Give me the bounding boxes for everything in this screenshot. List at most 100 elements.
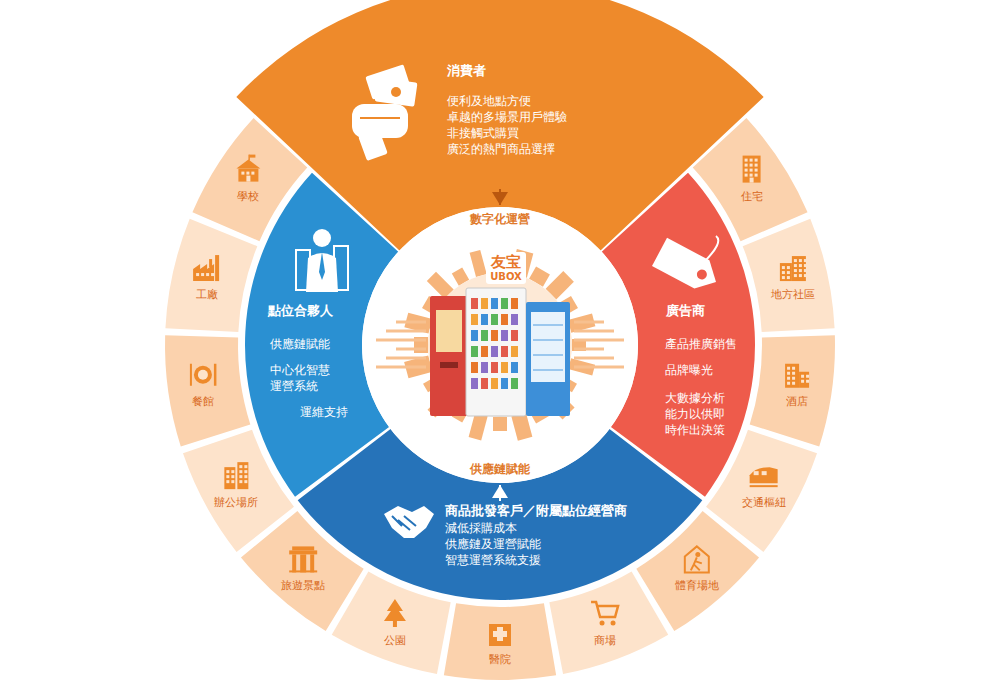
center-circle: 數字化運營供應鏈賦能 <box>362 207 638 483</box>
node-text: 智慧運營系統支援 <box>445 552 541 568</box>
illustration-part <box>244 465 247 468</box>
illustration-part <box>436 310 462 352</box>
illustration-part <box>360 87 401 118</box>
arrow-head <box>492 485 508 498</box>
illustration-part <box>440 362 458 368</box>
illustration-part <box>376 339 426 342</box>
illustration-part <box>491 378 498 389</box>
illustration-part <box>428 392 453 417</box>
illustration-part <box>782 266 785 269</box>
illustration-part <box>404 355 433 378</box>
illustration-part <box>190 364 217 386</box>
node-text: 交通樞紐 <box>742 495 786 510</box>
illustration-part <box>511 298 518 309</box>
node-text: 數字化運營 <box>470 211 530 228</box>
illustration-part <box>568 314 596 333</box>
illustration-part <box>529 403 550 423</box>
illustration-part <box>799 269 802 272</box>
illustration-part <box>792 256 806 281</box>
illustration-part <box>511 314 518 325</box>
illustration-part <box>226 470 229 473</box>
illustration-part <box>792 367 795 370</box>
illustration-part <box>384 506 434 538</box>
node-text: 酒店 <box>786 394 808 409</box>
node-text: 運維支持 <box>300 404 348 420</box>
node-text: 大數據分析 能力以供即 時作出決策 <box>665 390 726 438</box>
illustration-part <box>531 312 565 382</box>
heading: 商品批發客戶／附屬點位經營商 <box>445 502 627 520</box>
node-text: 住宅 <box>741 189 763 204</box>
illustration-part <box>334 246 348 290</box>
illustration-part <box>804 264 807 267</box>
illustration-part <box>404 313 432 334</box>
illustration-part <box>384 599 406 621</box>
illustration-part <box>471 298 478 309</box>
illustration-part <box>691 557 702 570</box>
illustration-part <box>792 377 795 380</box>
illustration-part <box>685 546 709 572</box>
illustration-part <box>574 321 604 324</box>
node-text: 工廠 <box>196 287 218 302</box>
illustration-part <box>481 314 488 325</box>
illustration-part <box>452 268 469 286</box>
illustration-part <box>782 271 785 274</box>
illustration-part <box>231 480 234 483</box>
node-text: 供應鏈及運營賦能 <box>445 536 541 552</box>
node-text: 地方社區 <box>771 287 815 302</box>
illustration-part <box>511 362 518 373</box>
illustration-part <box>511 346 518 357</box>
illustration-part <box>193 264 214 281</box>
illustration-part <box>799 372 809 388</box>
illustration-part <box>360 117 400 119</box>
node-text: 醫院 <box>489 652 511 667</box>
illustration-part <box>376 366 426 369</box>
illustration-part <box>491 314 498 325</box>
illustration-part <box>511 413 532 441</box>
illustration-part <box>296 246 348 290</box>
illustration-part <box>428 273 572 417</box>
illustration-part <box>801 380 804 383</box>
illustration-part <box>239 465 242 468</box>
illustration-part <box>206 273 209 276</box>
illustration-part <box>209 259 212 267</box>
illustration-part <box>785 364 799 388</box>
community-segment: 地方社區 <box>742 218 835 332</box>
illustration-part <box>452 404 469 422</box>
illustration-part <box>787 276 790 279</box>
illustration-part <box>745 159 748 162</box>
illustration-part <box>352 64 417 161</box>
illustration-part <box>289 570 317 572</box>
illustration-part <box>574 339 624 342</box>
illustration-part <box>246 172 249 175</box>
illustration-part <box>574 330 614 333</box>
tourist-segment: 旅遊景點 <box>240 511 364 632</box>
illustration-part <box>196 273 199 276</box>
illustration-part <box>745 174 748 177</box>
sector-fill <box>183 430 294 552</box>
illustration-part <box>469 413 488 441</box>
illustration-part <box>248 155 250 161</box>
sector-shape <box>182 429 294 552</box>
illustration-part <box>396 348 426 351</box>
illustration-part <box>755 164 758 167</box>
heading: 消費者 <box>447 62 486 80</box>
illustration-part <box>495 259 505 273</box>
illustration-part <box>481 346 488 357</box>
hospital-segment: 醫院 <box>443 603 557 680</box>
illustration-part <box>787 271 790 274</box>
illustration-part <box>466 288 526 416</box>
illustration-part <box>787 382 790 385</box>
illustration-part <box>352 104 408 138</box>
illustration-part <box>471 378 478 389</box>
illustration-part <box>481 378 488 389</box>
illustration-part <box>526 302 570 416</box>
illustration-part <box>787 367 790 370</box>
illustration-part <box>306 253 338 292</box>
illustration-part <box>194 366 212 384</box>
sector-shape <box>443 603 557 680</box>
illustration-part <box>491 362 498 373</box>
illustration-part <box>501 378 508 389</box>
illustration-part <box>533 369 563 371</box>
illustration-part <box>750 467 778 487</box>
illustration-part <box>493 417 507 431</box>
